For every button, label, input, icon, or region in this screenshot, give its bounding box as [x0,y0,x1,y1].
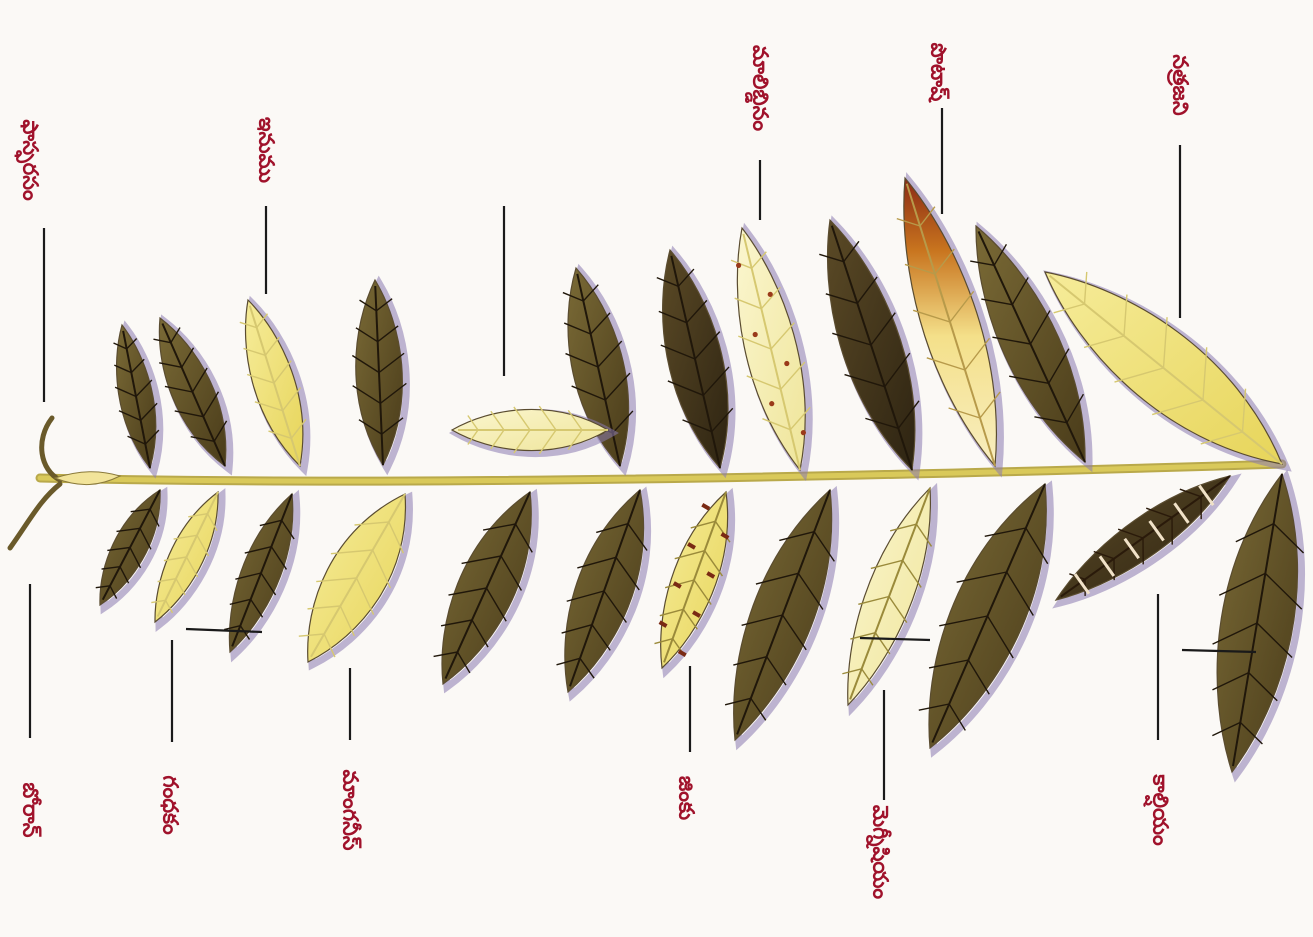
leaf-bot-12 [1212,474,1303,775]
leaf-bot-6 [557,490,648,695]
leaf-top-4 [352,280,406,468]
label-phosphorus: ఫాస్ఫరసం [20,119,41,200]
leaf-top-6 [657,250,733,471]
label-molybdenum: మాలిబ్డినం [750,45,771,131]
leaf-molybdenum [731,228,810,473]
label-iron: ఇనుము [256,117,277,183]
leaf-top-1 [114,325,160,471]
leaf-calcium-small [1056,476,1234,603]
leaf-magnesium [842,488,934,708]
leaf-iron [240,300,307,469]
label-sulphur: గంధకం [160,775,181,834]
leaf-bot-8 [725,490,836,743]
leaf-top-8 [819,220,919,473]
leaf-bot-5 [434,492,536,687]
label-potash: పొటాష్ [928,43,949,102]
leaf-bot-1 [96,490,164,608]
leaf-bot-10 [919,484,1051,751]
label-nitrogen: నత్రజని [1170,54,1191,115]
label-boron: బోరాన్ [20,783,41,838]
boron-growing-tip [10,418,60,548]
leaf-top-2 [153,318,229,469]
label-calcium: కాల్షియం [1150,774,1171,845]
label-manganese: మాంగనీస్ [340,769,361,850]
leaf-zinc [654,492,731,671]
leaf-manganese [299,494,410,665]
label-zinc: జింకు [676,776,697,820]
label-magnesium: మెగ్నీషియం [870,805,891,899]
